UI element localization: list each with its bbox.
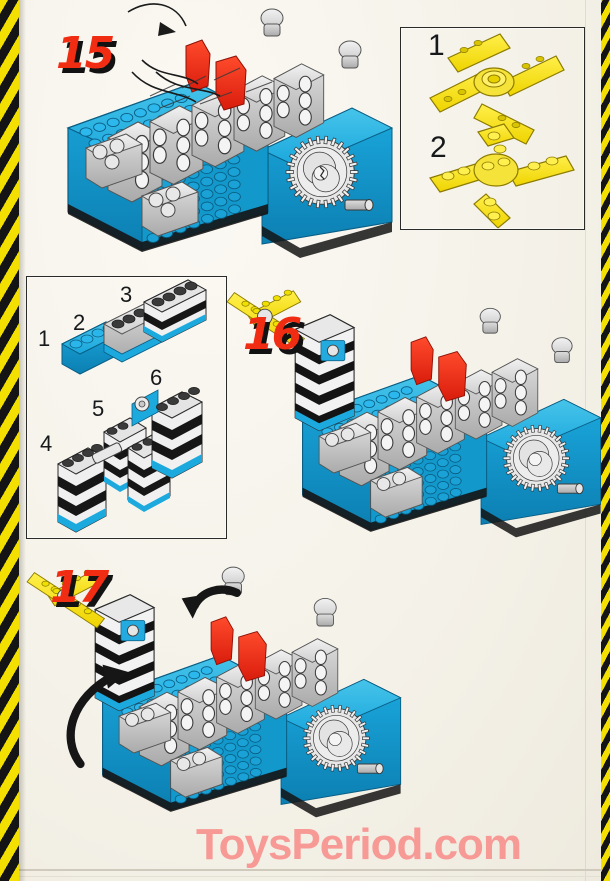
sub-assembly-item-1-number: 1 xyxy=(428,29,445,62)
step-number-16: 16 xyxy=(243,309,302,360)
hazard-stripe-right xyxy=(601,0,610,881)
parts-item-5-number: 5 xyxy=(92,396,105,421)
step-number-17: 17 xyxy=(50,562,109,613)
parts-item-3-number: 3 xyxy=(120,282,133,307)
paper-right-edge xyxy=(585,0,586,881)
sub-assembly-box xyxy=(400,27,585,230)
step-number-15: 15 xyxy=(56,28,115,79)
hazard-stripe-left-shadow xyxy=(19,0,26,881)
parts-box xyxy=(26,276,227,539)
watermark-toysperiod: ToysPeriod.com xyxy=(196,820,522,869)
hazard-stripe-left xyxy=(0,0,19,881)
parts-item-4-number: 4 xyxy=(40,431,53,456)
sub-assembly-item-2-number: 2 xyxy=(430,131,447,164)
parts-item-6-number: 6 xyxy=(150,365,163,390)
paper-bottom-edge-2 xyxy=(18,876,610,877)
paper-bottom-edge xyxy=(18,869,610,871)
parts-item-1-number: 1 xyxy=(38,326,51,351)
parts-item-2-number: 2 xyxy=(73,310,86,335)
